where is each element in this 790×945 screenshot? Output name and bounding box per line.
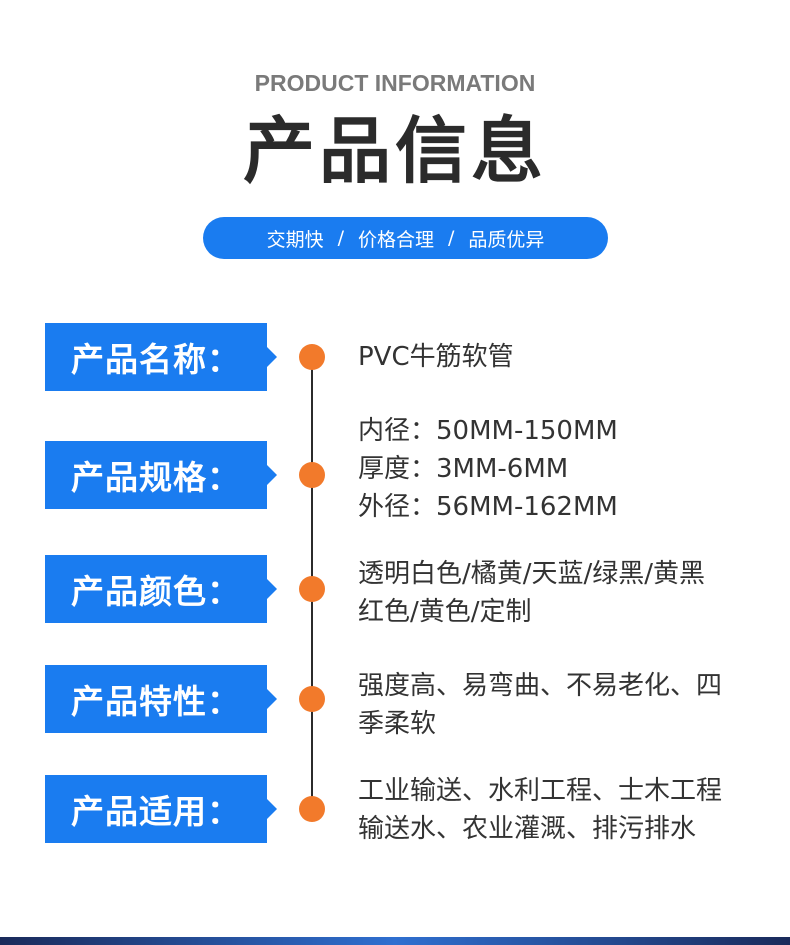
label-text: 产品颜色： [71,572,241,611]
timeline-dot [299,796,325,822]
pill-item-price: 价格合理 [357,228,434,251]
value-product-features: 强度高、易弯曲、不易老化、四 季柔软 [358,667,778,743]
label-text: 产品规格： [71,458,241,497]
arrow-icon [267,347,277,367]
bottom-bar [0,937,790,945]
value-line: 季柔软 [358,709,437,739]
arrow-icon [267,465,277,485]
value-line: 工业输送、水利工程、士木工程 [358,776,723,806]
pill-separator: / [337,227,344,249]
timeline-dot [299,686,325,712]
value-product-name: PVC牛筋软管 [358,338,778,376]
label-product-applications: 产品适用： [45,775,277,843]
arrow-icon [267,689,277,709]
label-product-features: 产品特性： [45,665,277,733]
arrow-icon [267,799,277,819]
value-line: 透明白色/橘黄/天蓝/绿黑/黄黑 [358,559,706,589]
label-text: 产品特性： [71,682,241,721]
value-line: 输送水、农业灌溉、排污排水 [358,814,697,844]
timeline-dot [299,344,325,370]
pill-item-delivery: 交期快 [266,228,324,251]
page-title: 产品信息 [242,109,547,193]
value-product-color: 透明白色/橘黄/天蓝/绿黑/黄黑 红色/黄色/定制 [358,555,778,631]
timeline-dot [299,462,325,488]
label-text: 产品适用： [71,792,241,831]
value-line: 外径：56MM-162MM [358,492,618,522]
value-line: PVC牛筋软管 [358,342,514,372]
value-product-spec: 内径：50MM-150MM 厚度：3MM-6MM 外径：56MM-162MM [358,412,778,526]
pill-separator: / [448,227,455,249]
label-text: 产品名称： [71,340,241,379]
value-line: 厚度：3MM-6MM [358,454,569,484]
arrow-icon [267,579,277,599]
timeline-dot [299,576,325,602]
value-line: 红色/黄色/定制 [358,597,532,627]
pill-item-quality: 品质优异 [468,228,545,251]
label-product-color: 产品颜色： [45,555,277,623]
value-product-applications: 工业输送、水利工程、士木工程 输送水、农业灌溉、排污排水 [358,772,778,848]
subtitle-english: PRODUCT INFORMATION [254,70,536,96]
label-product-name: 产品名称： [45,323,277,391]
value-line: 强度高、易弯曲、不易老化、四 [358,671,723,701]
feature-pill: 交期快 / 价格合理 / 品质优异 [203,217,608,259]
value-line: 内径：50MM-150MM [358,416,618,446]
label-product-spec: 产品规格： [45,441,277,509]
